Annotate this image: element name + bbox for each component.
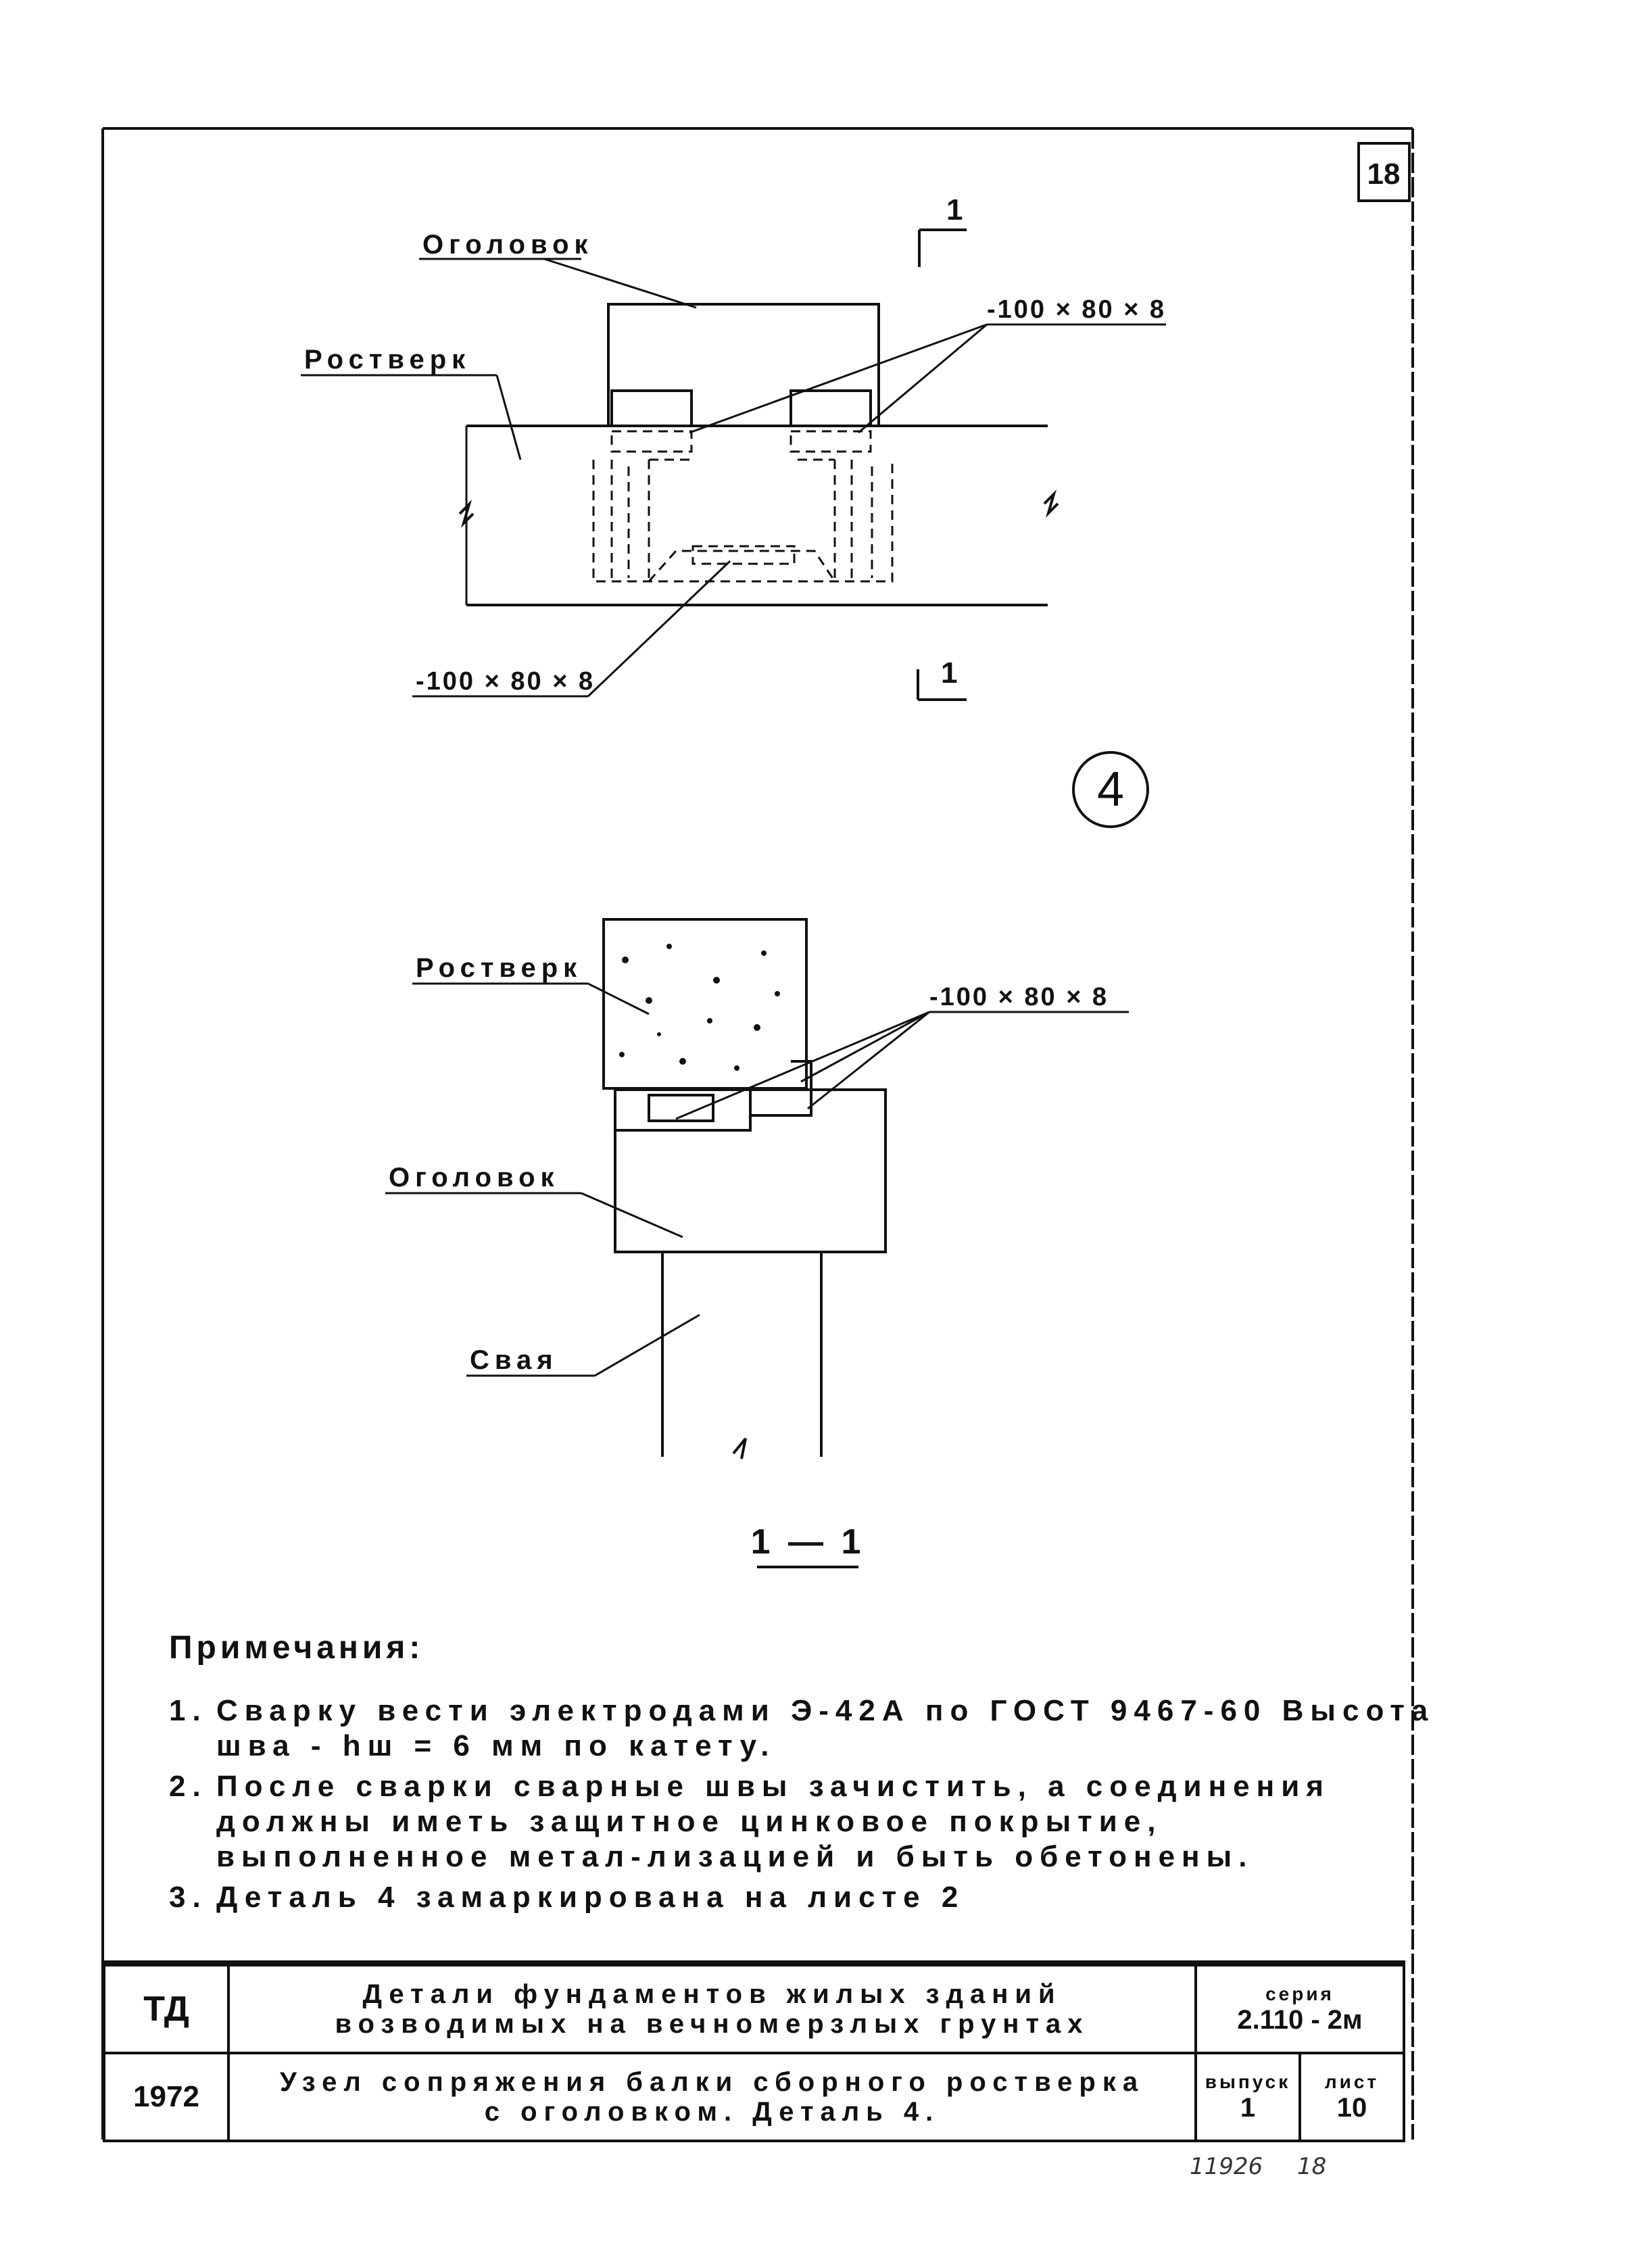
tb-title-line1: Детали фундаментов жилых зданий xyxy=(362,1979,1062,2009)
archive-number: 11926 xyxy=(1190,2153,1263,2180)
section-label-plate: -100 × 80 × 8 xyxy=(929,983,1109,1011)
tb-issue-value: 1 xyxy=(1240,2092,1256,2123)
tb-issue: выпуск 1 xyxy=(1194,2052,1301,2142)
section-label-svaya: Свая xyxy=(470,1345,558,1375)
section-view: Ростверк -100 × 80 × 8 Оголовок Свая 1 —… xyxy=(385,918,1129,1568)
tb-series-label: серия xyxy=(1265,1983,1334,2004)
tb-subtitle: Узел сопряжения балки сборного ростверка… xyxy=(227,2052,1197,2142)
plan-plate-left xyxy=(610,389,693,427)
tb-sheet-value: 10 xyxy=(1336,2092,1367,2123)
note-text: Сварку вести электродами Э-42А по ГОСТ 9… xyxy=(216,1694,1435,1762)
note-item: 2. После сварки сварные швы зачистить, а… xyxy=(169,1769,1453,1875)
title-block: ТД Детали фундаментов жилых зданий возво… xyxy=(103,1960,1405,2142)
tb-sheet: лист 10 xyxy=(1298,2052,1405,2142)
plan-view: Оголовок Ростверк -100 × 80 × 8 -100 × 8… xyxy=(301,193,1166,701)
notes-title: Примечания: xyxy=(169,1630,424,1666)
note-number: 2. xyxy=(169,1770,208,1803)
sheet-frame xyxy=(101,127,1414,2140)
section-grillage xyxy=(602,918,808,1090)
note-text: После сварки сварные швы зачистить, а со… xyxy=(216,1770,1330,1873)
tb-sheet-label: лист xyxy=(1324,2071,1380,2092)
sheet-number-box: 18 xyxy=(1357,142,1411,202)
plan-cap xyxy=(607,303,880,427)
tb-series: серия 2.110 - 2м xyxy=(1194,1964,1405,2054)
note-number: 3. xyxy=(169,1881,208,1914)
tb-series-value: 2.110 - 2м xyxy=(1237,2004,1363,2035)
plan-label-rostverk: Ростверк xyxy=(304,345,470,375)
tb-title: Детали фундаментов жилых зданий возводим… xyxy=(227,1964,1197,2054)
archive-page: 18 xyxy=(1296,2153,1327,2180)
section-mark-bottom: 1 xyxy=(941,656,957,690)
tb-year: 1972 xyxy=(103,2052,230,2142)
tb-issue-label: выпуск xyxy=(1205,2071,1291,2092)
notes-block: Примечания: 1. Сварку вести электродами … xyxy=(169,1629,1453,1921)
section-title: 1 — 1 xyxy=(751,1522,865,1562)
section-mark-top: 1 xyxy=(946,193,963,226)
below-frame-notes: 11926 18 xyxy=(1190,2153,1353,2180)
note-number: 1. xyxy=(169,1694,208,1727)
concrete-aggregate xyxy=(619,944,780,1071)
plan-label-plate-top: -100 × 80 × 8 xyxy=(987,295,1166,324)
tb-code: ТД xyxy=(103,1964,230,2054)
tb-subtitle-line2: с оголовком. Деталь 4. xyxy=(484,2097,940,2127)
tb-title-line2: возводимых на вечномерзлых грунтах xyxy=(335,2009,1090,2039)
note-item: 3. Деталь 4 замаркирована на листе 2 xyxy=(169,1880,1453,1915)
plan-label-plate-bottom: -100 × 80 × 8 xyxy=(416,667,595,696)
note-item: 1. Сварку вести электродами Э-42А по ГОС… xyxy=(169,1693,1453,1764)
plan-plate-right xyxy=(790,389,872,427)
detail-number-text: 4 xyxy=(1097,763,1124,817)
detail-number-circle: 4 xyxy=(1072,751,1149,828)
tb-subtitle-line1: Узел сопряжения балки сборного ростверка xyxy=(279,2067,1145,2097)
note-text: Деталь 4 замаркирована на листе 2 xyxy=(216,1881,965,1914)
section-plate xyxy=(614,1088,752,1132)
plan-label-ogolovok: Оголовок xyxy=(422,230,593,260)
sheet-number-text: 18 xyxy=(1367,158,1401,191)
section-label-ogolovok: Оголовок xyxy=(389,1163,560,1192)
section-label-rostverk: Ростверк xyxy=(416,953,582,983)
